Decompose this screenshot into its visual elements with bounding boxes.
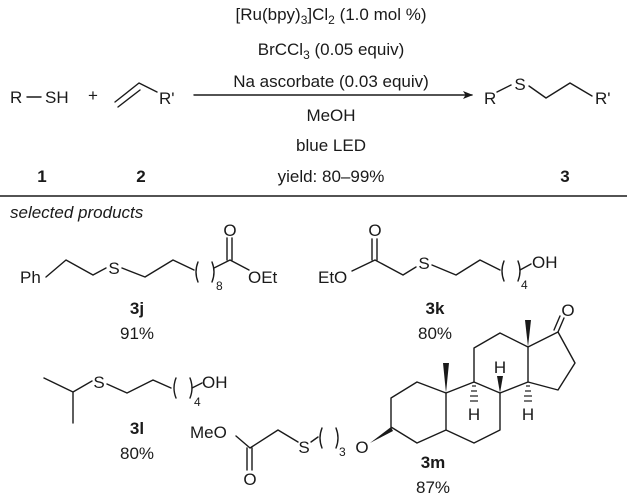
atom-sh: SH <box>45 88 69 107</box>
product-yield: 80% <box>418 324 452 343</box>
plus-sign: + <box>88 86 98 105</box>
wedge-bond <box>370 427 393 443</box>
atom-o: O <box>368 221 381 240</box>
atom-h9: H <box>468 405 480 424</box>
atom-s: S <box>93 373 104 392</box>
product-label: 3m <box>421 453 446 472</box>
product-label: 3j <box>130 299 144 318</box>
reactant-thiol: R SH <box>10 88 69 107</box>
product-3l: S 4 OH 3l 80% <box>43 373 228 463</box>
atom-oh: OH <box>532 253 558 272</box>
product-3j: Ph S 8 O OEt 3j 91% <box>20 221 278 343</box>
repeat-count: 4 <box>521 278 528 292</box>
solvent-text: MeOH <box>306 106 355 125</box>
catalyst-text: [Ru(bpy)3]Cl2 (1.0 mol %) <box>236 5 427 27</box>
product-yield: 87% <box>416 478 450 497</box>
compound-label-1: 1 <box>37 167 46 186</box>
atom-s: S <box>418 254 429 273</box>
repeat-count: 4 <box>194 395 201 409</box>
product-label: 3l <box>130 419 144 438</box>
repeat-count: 8 <box>216 279 223 293</box>
atom-oh: OH <box>202 373 228 392</box>
product-3m: MeO O S 3 O O H H H 3m 87% <box>190 301 576 497</box>
h-wedge <box>497 376 503 393</box>
atom-oet: OEt <box>248 268 278 287</box>
atom-o-ketone: O <box>561 301 574 320</box>
product-yield: 91% <box>120 324 154 343</box>
reaction-conditions: [Ru(bpy)3]Cl2 (1.0 mol %) BrCCl3 (0.05 e… <box>193 5 473 186</box>
product-sulfide: R S R' <box>484 75 611 108</box>
reactant-alkene: R' <box>114 82 175 108</box>
light-source-text: blue LED <box>296 136 366 155</box>
atom-s: S <box>298 438 309 457</box>
atom-s: S <box>108 259 119 278</box>
product-3k: EtO O S 4 OH 3k 80% <box>318 221 558 343</box>
atom-r: R <box>10 88 22 107</box>
methyl-wedge <box>525 320 531 347</box>
atom-o-ether: O <box>355 438 368 457</box>
methyl-wedge <box>443 363 449 393</box>
yield-range-text: yield: 80–99% <box>278 167 385 186</box>
atom-eto: EtO <box>318 268 347 287</box>
atom-o: O <box>223 221 236 240</box>
product-label: 3k <box>426 299 445 318</box>
atom-h14: H <box>522 405 534 424</box>
reductant-text: Na ascorbate (0.03 equiv) <box>233 72 429 91</box>
atom-s: S <box>514 75 525 94</box>
atom-meo: MeO <box>190 423 227 442</box>
compound-label-2: 2 <box>136 167 145 186</box>
atom-ph: Ph <box>20 268 41 287</box>
additive-text: BrCCl3 (0.05 equiv) <box>258 40 405 62</box>
atom-h8: H <box>494 358 506 377</box>
atom-r-prime: R' <box>595 89 611 108</box>
repeat-count: 3 <box>339 445 346 459</box>
compound-label-3: 3 <box>560 167 569 186</box>
atom-r: R <box>484 89 496 108</box>
atom-r-prime: R' <box>159 89 175 108</box>
product-yield: 80% <box>120 444 154 463</box>
section-title: selected products <box>10 203 144 222</box>
atom-o-carbonyl: O <box>243 470 256 489</box>
